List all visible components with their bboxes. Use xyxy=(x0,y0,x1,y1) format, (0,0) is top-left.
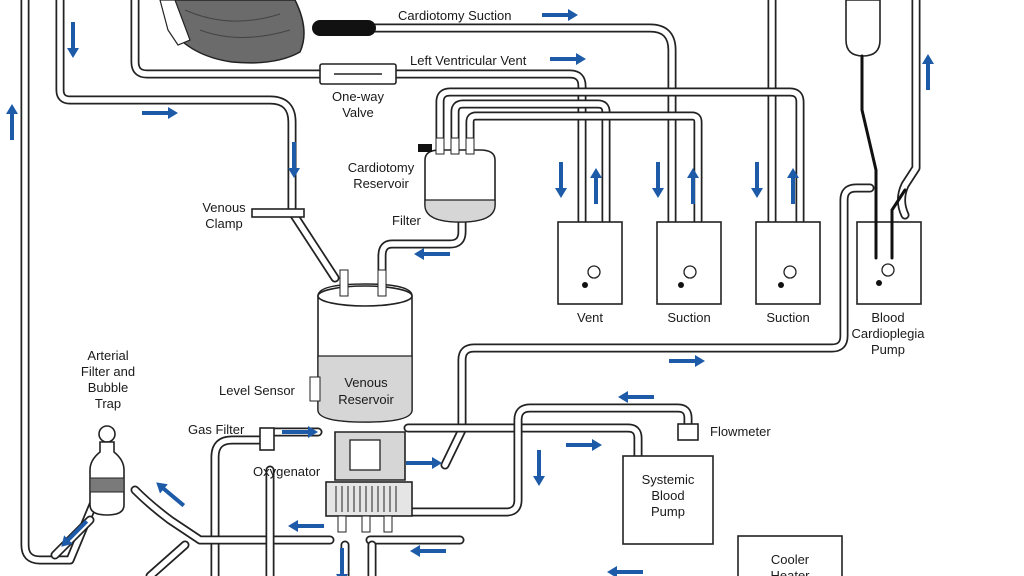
flow-arrow xyxy=(652,162,664,198)
flow-arrow xyxy=(555,162,567,198)
flow-arrow xyxy=(669,355,705,367)
label-arterial-filter: Arterial xyxy=(87,348,128,363)
flow-arrow xyxy=(751,162,763,198)
flow-arrow xyxy=(550,53,586,65)
flow-arrow xyxy=(590,168,602,204)
flow-arrow xyxy=(61,519,89,547)
flow-arrow xyxy=(607,566,643,576)
label-cardiotomy-suction: Cardiotomy Suction xyxy=(398,8,511,23)
flow-arrow xyxy=(618,391,654,403)
flow-arrow xyxy=(288,520,324,532)
label-cooler-heater: Heater xyxy=(770,568,810,576)
flow-arrow xyxy=(336,548,348,576)
label-venous-reservoir: Reservoir xyxy=(338,392,394,407)
label-systemic-blood-pump: Pump xyxy=(651,504,685,519)
arterial-filter xyxy=(89,425,125,516)
vent-canister xyxy=(557,221,623,305)
flow-arrow xyxy=(288,142,300,178)
label-suction: Suction xyxy=(667,310,710,325)
flow-arrow xyxy=(687,168,699,204)
label-one-way-valve: One-way xyxy=(332,89,385,104)
flow-arrow xyxy=(787,168,799,204)
flow-arrow xyxy=(67,22,79,58)
label-blood-cardioplegia-pump: Cardioplegia xyxy=(852,326,926,341)
flow-arrow xyxy=(282,426,318,438)
label-venous-clamp: Venous xyxy=(202,200,246,215)
suction-canister-2 xyxy=(755,221,821,305)
oxygenator xyxy=(325,431,413,533)
label-arterial-filter: Trap xyxy=(95,396,121,411)
label-level-sensor: Level Sensor xyxy=(219,383,296,398)
flow-arrow xyxy=(533,450,545,486)
suction-canister-1 xyxy=(656,221,722,305)
flow-arrows xyxy=(6,9,934,576)
venous-clamp xyxy=(251,208,305,218)
label-oxygenator: Oxygenator xyxy=(253,464,321,479)
label-cardiotomy-reservoir: Reservoir xyxy=(353,176,409,191)
heart-illustration xyxy=(159,0,305,64)
label-venous-clamp: Clamp xyxy=(205,216,243,231)
cardiotomy-reservoir xyxy=(418,137,496,223)
suction-tip xyxy=(312,20,376,36)
label-filter: Filter xyxy=(392,213,422,228)
venous-reservoir xyxy=(309,269,413,423)
label-cooler-heater: Cooler xyxy=(771,552,810,567)
label-systemic-blood-pump: Systemic xyxy=(642,472,695,487)
label-flowmeter: Flowmeter xyxy=(710,424,771,439)
labels: Cardiotomy Suction Left Ventricular Vent… xyxy=(81,8,925,576)
flow-arrow xyxy=(406,457,442,469)
flowmeter xyxy=(677,423,699,441)
blood-cardioplegia-pump xyxy=(845,0,922,305)
systemic-blood-pump xyxy=(622,455,714,545)
label-arterial-filter: Filter and xyxy=(81,364,135,379)
label-cardiotomy-reservoir: Cardiotomy xyxy=(348,160,415,175)
flow-arrow xyxy=(542,9,578,21)
flow-arrow xyxy=(414,248,450,260)
label-venous-reservoir: Venous xyxy=(344,375,388,390)
label-one-way-valve: Valve xyxy=(342,105,374,120)
cooler-heater xyxy=(737,535,843,576)
label-arterial-filter: Bubble xyxy=(88,380,128,395)
label-lv-vent: Left Ventricular Vent xyxy=(410,53,527,68)
gas-filter xyxy=(259,427,275,451)
flow-arrow xyxy=(6,104,18,140)
tubing xyxy=(20,0,921,576)
flow-arrow xyxy=(922,54,934,90)
flow-arrow xyxy=(566,439,602,451)
label-systemic-blood-pump: Blood xyxy=(651,488,684,503)
flow-arrow xyxy=(156,482,186,508)
flow-arrow xyxy=(142,107,178,119)
label-blood-cardioplegia-pump: Pump xyxy=(871,342,905,357)
label-vent: Vent xyxy=(577,310,603,325)
label-gas-filter: Gas Filter xyxy=(188,422,245,437)
flow-arrow xyxy=(410,545,446,557)
label-suction: Suction xyxy=(766,310,809,325)
label-blood-cardioplegia-pump: Blood xyxy=(871,310,904,325)
